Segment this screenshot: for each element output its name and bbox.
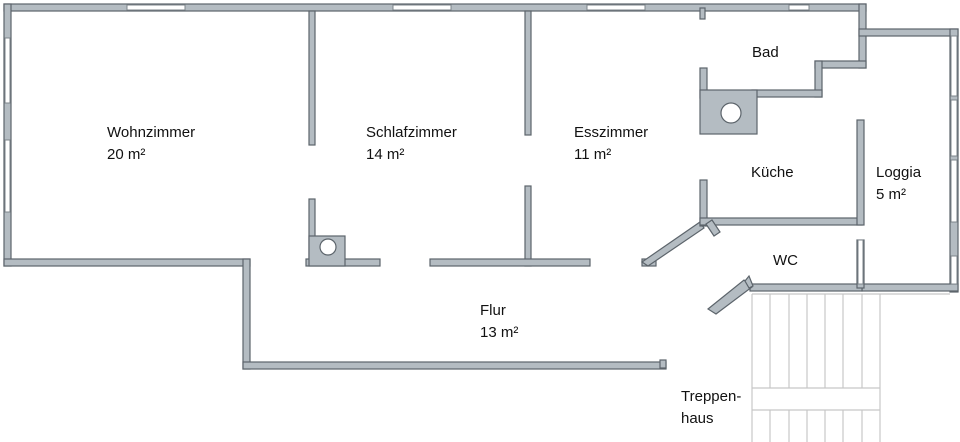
room-name: Treppen- (681, 388, 741, 405)
label-background (676, 383, 732, 431)
room-name: Esszimmer (574, 124, 648, 141)
stair-steps-upper (769, 294, 863, 388)
room-label-treppenhaus: Treppen- haus (676, 383, 741, 431)
room-name: Wohnzimmer (107, 124, 195, 141)
stair-steps-lower (769, 410, 863, 442)
room-name: Loggia (876, 164, 922, 181)
flue-corridor-icon (319, 238, 337, 256)
chimney-bad (699, 89, 758, 135)
room-label-kueche: Küche (751, 164, 794, 181)
room-label-bad: Bad (752, 44, 779, 61)
chimney-corridor (308, 235, 346, 267)
room-label-wohnzimmer: Wohnzimmer 20 m² (107, 124, 195, 163)
room-name: WC (773, 252, 798, 269)
room-name: Schlafzimmer (366, 124, 457, 141)
room-label-flur: Flur 13 m² (480, 302, 518, 341)
room-name-continued: haus (681, 410, 714, 427)
interior-walls (305, 7, 867, 369)
room-label-wc: WC (773, 252, 798, 269)
stairwell (751, 293, 950, 442)
windows (4, 4, 958, 285)
room-label-esszimmer: Esszimmer 11 m² (574, 124, 648, 163)
room-area: 14 m² (366, 146, 404, 163)
room-area: 11 m² (574, 146, 611, 163)
room-name: Flur (480, 302, 506, 319)
flue-bad-icon (720, 102, 742, 124)
room-name: Bad (752, 44, 779, 61)
room-area: 5 m² (876, 186, 906, 203)
room-label-loggia: Loggia 5 m² (876, 164, 922, 203)
room-area: 20 m² (107, 146, 145, 163)
room-area: 13 m² (480, 324, 518, 341)
room-label-schlafzimmer: Schlafzimmer 14 m² (366, 124, 457, 163)
room-name: Küche (751, 164, 794, 181)
